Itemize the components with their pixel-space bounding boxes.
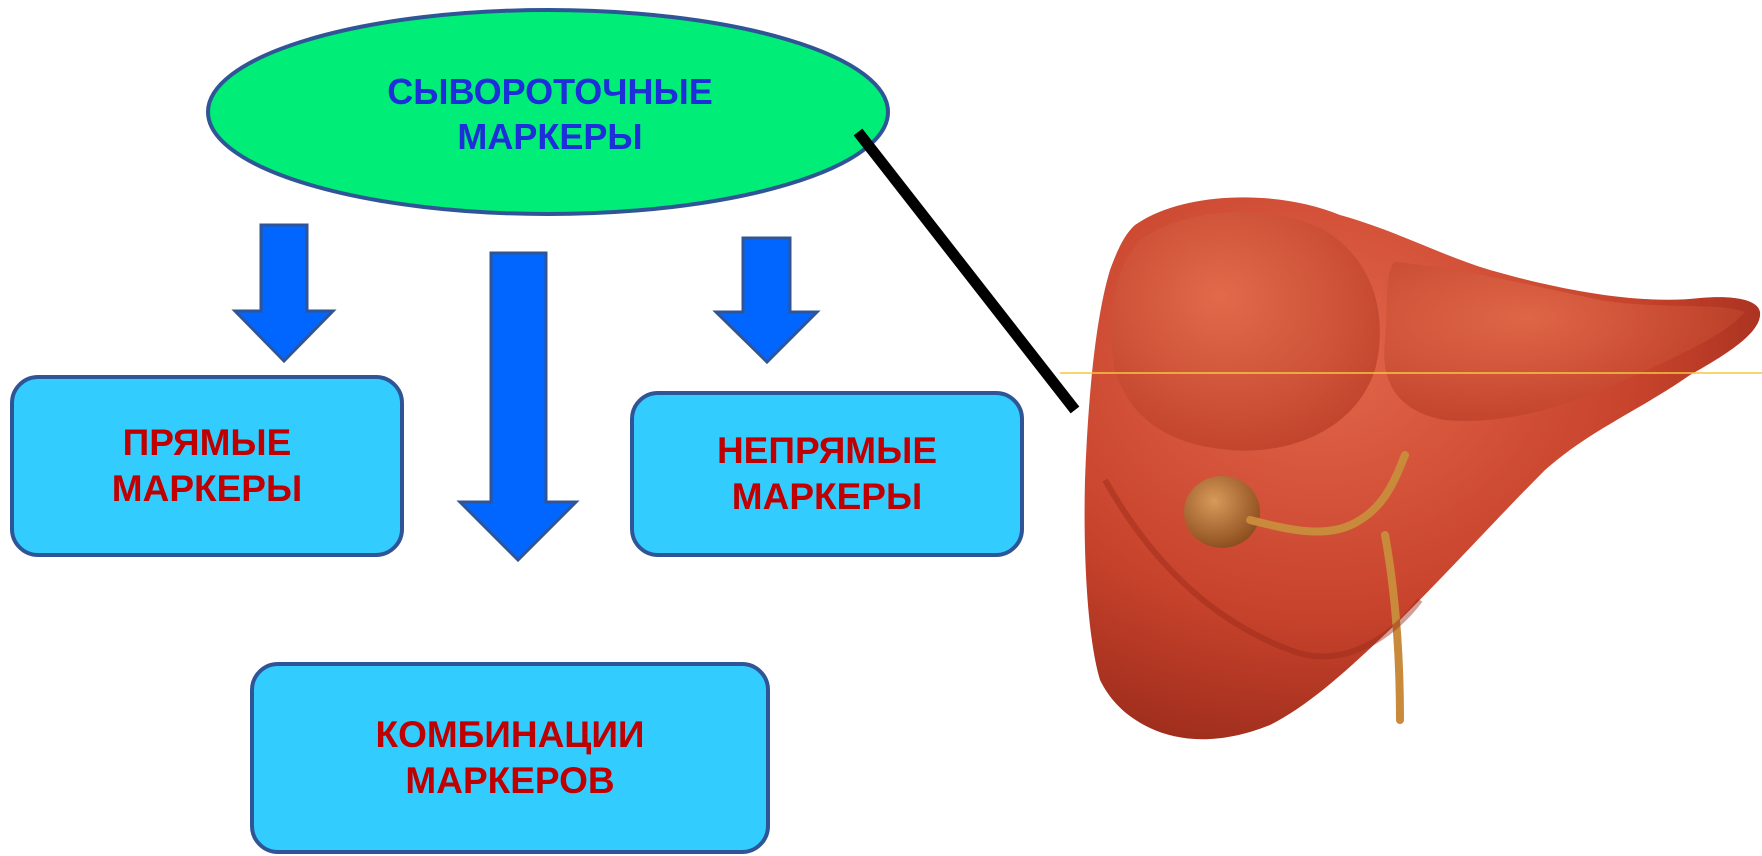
combinations-label: КОМБИНАЦИИ МАРКЕРОВ: [254, 666, 766, 850]
arrow-to-indirect: [716, 238, 817, 362]
arrow-to-combinations: [460, 253, 576, 560]
combinations-box: КОМБИНАЦИИ МАРКЕРОВ: [250, 662, 770, 854]
direct-markers-label: ПРЯМЫЕ МАРКЕРЫ: [14, 379, 400, 553]
root-label: СЫВОРОТОЧНЫЕ МАРКЕРЫ: [290, 55, 810, 173]
indirect-markers-line-2: МАРКЕРЫ: [732, 474, 922, 520]
root-label-line-1: СЫВОРОТОЧНЫЕ: [387, 69, 713, 114]
combinations-line-1: КОМБИНАЦИИ: [375, 712, 644, 758]
indirect-markers-label: НЕПРЯМЫЕ МАРКЕРЫ: [634, 395, 1020, 553]
gallbladder: [1184, 476, 1260, 548]
right-lobe-highlight: [1111, 212, 1380, 451]
left-lobe-highlight: [1384, 262, 1745, 421]
combinations-line-2: МАРКЕРОВ: [405, 758, 614, 804]
direct-markers-line-2: МАРКЕРЫ: [112, 466, 302, 512]
direct-markers-line-1: ПРЯМЫЕ: [123, 420, 292, 466]
pointer-line: [858, 132, 1075, 410]
root-label-line-2: МАРКЕРЫ: [457, 114, 642, 159]
indirect-markers-box: НЕПРЯМЫЕ МАРКЕРЫ: [630, 391, 1024, 557]
arrow-to-direct: [235, 225, 333, 361]
indirect-markers-line-1: НЕПРЯМЫЕ: [717, 428, 937, 474]
liver-illustration: [1085, 197, 1761, 739]
direct-markers-box: ПРЯМЫЕ МАРКЕРЫ: [10, 375, 404, 557]
